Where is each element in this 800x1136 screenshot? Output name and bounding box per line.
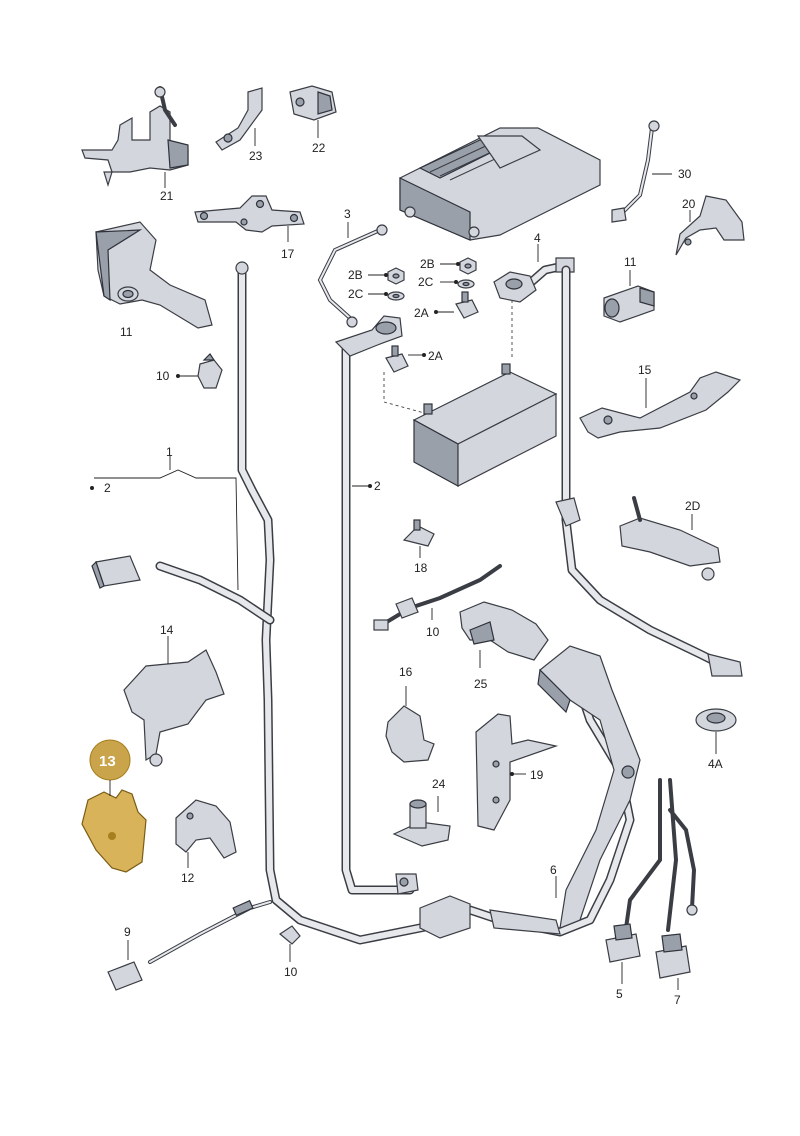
part-15-bracket[interactable] bbox=[579, 371, 742, 439]
callout-17: 17 bbox=[281, 247, 295, 261]
callout-11b: 11 bbox=[624, 255, 637, 269]
part-14-bracket[interactable] bbox=[123, 649, 225, 767]
callout-15: 15 bbox=[638, 363, 652, 377]
control-module[interactable] bbox=[399, 127, 601, 241]
callout-12: 12 bbox=[181, 871, 195, 885]
callout-23: 23 bbox=[249, 149, 263, 163]
callout-2A-a: 2A bbox=[414, 306, 429, 320]
part-16-clamp[interactable] bbox=[385, 705, 435, 763]
part-10-cable-tie[interactable] bbox=[373, 564, 502, 631]
callout-6: 6 bbox=[550, 863, 557, 877]
part-2B-nut-right[interactable] bbox=[459, 257, 477, 275]
part-2A-bolt-left[interactable] bbox=[385, 345, 409, 373]
callout-18: 18 bbox=[414, 561, 428, 575]
part-21-bracket[interactable] bbox=[81, 86, 189, 188]
part-11-cover[interactable] bbox=[95, 221, 213, 329]
part-2C-washer-right[interactable] bbox=[457, 279, 475, 289]
part-22-clip[interactable] bbox=[289, 85, 337, 121]
callout-19: 19 bbox=[530, 768, 544, 782]
callout-30: 30 bbox=[678, 167, 692, 181]
callout-10b: 10 bbox=[426, 625, 440, 639]
part-18-clip[interactable] bbox=[402, 519, 435, 547]
callout-24: 24 bbox=[432, 777, 446, 791]
part-23-bracket[interactable] bbox=[215, 87, 263, 151]
part-4A-terminal-cap[interactable] bbox=[695, 708, 737, 732]
part-1-main-harness[interactable] bbox=[91, 261, 635, 945]
part-20-bracket[interactable] bbox=[675, 195, 745, 256]
callout-4A: 4A bbox=[708, 757, 723, 771]
part-2B-nut-left[interactable] bbox=[387, 267, 405, 285]
callout-2-center: 2 bbox=[374, 479, 381, 493]
part-2C-washer-left[interactable] bbox=[387, 291, 405, 301]
callout-2C-a: 2C bbox=[348, 287, 364, 301]
part-5-connector[interactable] bbox=[605, 778, 662, 963]
part-2A-bolt-right[interactable] bbox=[455, 291, 479, 319]
callout-25: 25 bbox=[474, 677, 488, 691]
part-25-cover[interactable] bbox=[459, 601, 549, 661]
callout-21: 21 bbox=[160, 189, 174, 203]
callout-7: 7 bbox=[674, 993, 681, 1007]
callout-5: 5 bbox=[616, 987, 623, 1001]
part-positive-cable-right[interactable] bbox=[555, 265, 743, 677]
callout-9: 9 bbox=[124, 925, 131, 939]
part-2-battery-cable[interactable] bbox=[334, 315, 419, 895]
callout-2B-a: 2B bbox=[348, 268, 363, 282]
part-10-clip-upper[interactable] bbox=[197, 353, 223, 389]
callout-2A-b: 2A bbox=[428, 349, 443, 363]
part-10-clip-bottom[interactable] bbox=[278, 925, 301, 945]
callout-3: 3 bbox=[344, 207, 351, 221]
callout-2-left: 2 bbox=[104, 481, 111, 495]
callout-14: 14 bbox=[160, 623, 174, 637]
callout-2B-b: 2B bbox=[420, 257, 435, 271]
callout-22: 22 bbox=[312, 141, 326, 155]
part-19-bracket[interactable] bbox=[475, 713, 559, 831]
callout-10c: 10 bbox=[284, 965, 298, 979]
part-24-stud-bracket[interactable] bbox=[392, 799, 451, 847]
callout-2C-b: 2C bbox=[418, 275, 434, 289]
part-2D-plate[interactable] bbox=[619, 496, 721, 581]
callout-16: 16 bbox=[399, 665, 413, 679]
part-12-bracket[interactable] bbox=[175, 799, 237, 859]
part-17-strap[interactable] bbox=[194, 195, 305, 233]
callout-2D: 2D bbox=[685, 499, 701, 513]
callout-4: 4 bbox=[534, 231, 541, 245]
part-13-bracket-highlighted[interactable] bbox=[81, 789, 147, 873]
callout-1: 1 bbox=[166, 445, 173, 459]
callout-13: 13 bbox=[99, 753, 116, 770]
part-30-ground-strap[interactable] bbox=[611, 120, 660, 223]
battery[interactable] bbox=[412, 363, 558, 488]
part-7-connector[interactable] bbox=[655, 778, 698, 979]
callout-11a: 11 bbox=[120, 325, 133, 339]
callout-20: 20 bbox=[682, 197, 696, 211]
part-9-cable[interactable] bbox=[107, 899, 272, 991]
part-11-cap[interactable] bbox=[603, 285, 655, 323]
part-3-cable[interactable] bbox=[317, 224, 388, 328]
callout-10a: 10 bbox=[156, 369, 170, 383]
part-6-fuse-carrier[interactable] bbox=[419, 645, 641, 939]
